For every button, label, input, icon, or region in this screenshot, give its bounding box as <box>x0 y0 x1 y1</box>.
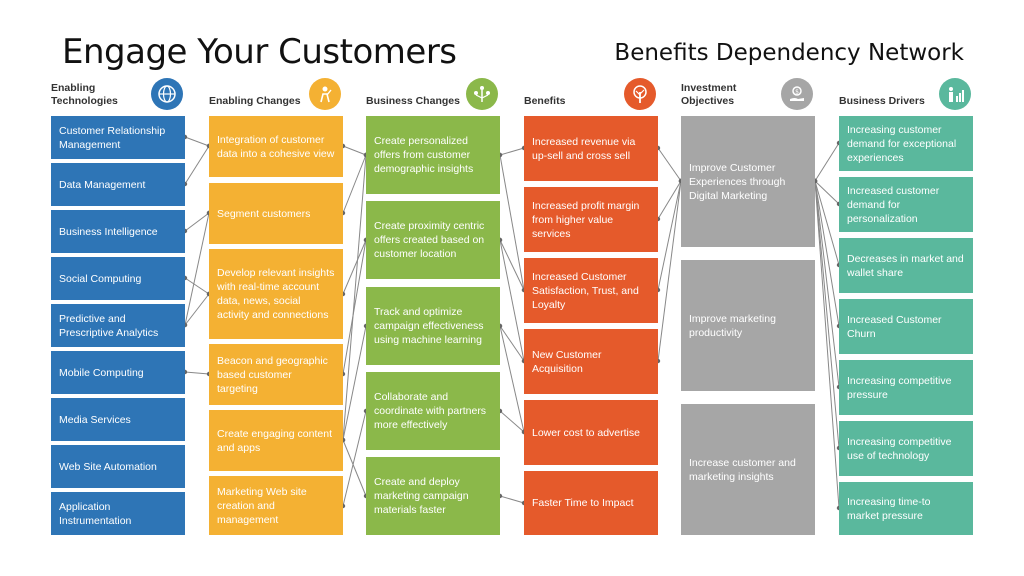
people-chart-icon <box>939 78 971 110</box>
box-business-driver: Increasing time-to market pressure <box>839 482 973 535</box>
network-tree-icon <box>466 78 498 110</box>
box-benefit: New Customer Acquisition <box>524 329 658 394</box>
connector-line <box>342 239 367 375</box>
connector-line <box>814 180 840 266</box>
box-enabling-change: Beacon and geographic based customer tar… <box>209 344 343 405</box>
page-subtitle: Benefits Dependency Network <box>614 40 964 66</box>
connector-line <box>499 239 525 362</box>
connector-line <box>814 180 840 327</box>
column-header: Investment Objectives $ <box>681 78 815 114</box>
column-heading: Enabling Changes <box>209 95 301 107</box>
column-header: Business Changes <box>366 78 500 114</box>
connector-line <box>342 325 367 441</box>
box-enabling-tech: Application Instrumentation <box>51 492 185 535</box>
svg-text:$: $ <box>795 89 799 96</box>
connector-line <box>814 142 840 182</box>
column-header: Business Drivers <box>839 78 973 114</box>
box-benefit: Increased revenue via up-sell and cross … <box>524 116 658 181</box>
connector-line <box>342 145 367 156</box>
column-heading: Benefits <box>524 95 566 107</box>
box-enabling-tech: Predictive and Prescriptive Analytics <box>51 304 185 347</box>
person-icon <box>309 78 341 110</box>
globe-icon <box>151 78 183 110</box>
connector-line <box>814 180 840 509</box>
box-business-driver: Increased Customer Churn <box>839 299 973 354</box>
column-heading: Investment Objectives <box>681 82 737 107</box>
column-heading: Enabling Technologies <box>51 82 118 107</box>
connector-line <box>814 180 840 449</box>
box-enabling-tech: Media Services <box>51 398 185 441</box>
connector-line <box>342 439 367 497</box>
box-business-driver: Increased customer demand for personaliz… <box>839 177 973 232</box>
connector-line <box>499 154 525 291</box>
box-enabling-change: Develop relevant insights with real-time… <box>209 249 343 339</box>
box-enabling-change: Integration of customer data into a cohe… <box>209 116 343 177</box>
connector-line <box>342 154 367 441</box>
box-business-change: Create personalized offers from customer… <box>366 116 500 194</box>
box-enabling-change: Create engaging content and apps <box>209 410 343 471</box>
connector-line <box>342 239 367 295</box>
connector-line <box>184 277 210 295</box>
column-heading: Business Changes <box>366 95 460 107</box>
connector-line <box>184 371 210 375</box>
connector-line <box>184 212 210 326</box>
box-business-driver: Increasing competitive pressure <box>839 360 973 415</box>
box-business-change: Collaborate and coordinate with partners… <box>366 372 500 450</box>
box-enabling-tech: Data Management <box>51 163 185 206</box>
money-hand-icon: $ <box>781 78 813 110</box>
box-business-change: Create proximity centric offers created … <box>366 201 500 279</box>
box-business-driver: Increasing competitive use of technology <box>839 421 973 476</box>
box-business-change: Track and optimize campaign effectivenes… <box>366 287 500 365</box>
column-heading: Business Drivers <box>839 95 925 107</box>
tree-icon <box>624 78 656 110</box>
connector-line <box>184 293 210 326</box>
connector-line <box>814 180 840 388</box>
box-benefit: Faster Time to Impact <box>524 471 658 535</box>
connector-line <box>499 410 525 433</box>
box-enabling-tech: Mobile Computing <box>51 351 185 394</box>
connector-line <box>657 180 682 362</box>
box-enabling-tech: Social Computing <box>51 257 185 300</box>
column-header: Enabling Technologies <box>51 78 185 114</box>
box-business-driver: Increasing customer demand for exception… <box>839 116 973 171</box>
box-investment-objective: Improve Customer Experiences through Dig… <box>681 116 815 247</box>
box-enabling-tech: Business Intelligence <box>51 210 185 253</box>
box-enabling-change: Marketing Web site creation and manageme… <box>209 476 343 535</box>
connector-line <box>499 495 525 504</box>
connector-line <box>657 180 682 291</box>
connector-line <box>499 325 525 362</box>
column-header: Enabling Changes <box>209 78 343 114</box>
box-investment-objective: Improve marketing productivity <box>681 260 815 391</box>
connector-line <box>184 136 210 147</box>
connector-line <box>657 147 682 182</box>
connector-line <box>184 212 210 232</box>
connector-line <box>499 147 525 156</box>
connector-line <box>499 239 525 291</box>
box-benefit: Lower cost to advertise <box>524 400 658 465</box>
box-benefit: Increased profit margin from higher valu… <box>524 187 658 252</box>
connector-line <box>184 145 210 185</box>
box-business-driver: Decreases in market and wallet share <box>839 238 973 293</box>
connector-line <box>657 180 682 220</box>
box-business-change: Create and deploy marketing campaign mat… <box>366 457 500 535</box>
box-enabling-tech: Web Site Automation <box>51 445 185 488</box>
box-enabling-tech: Customer Relationship Management <box>51 116 185 159</box>
connector-line <box>342 410 367 507</box>
box-enabling-change: Segment customers <box>209 183 343 244</box>
box-benefit: Increased Customer Satisfaction, Trust, … <box>524 258 658 323</box>
box-investment-objective: Increase customer and marketing insights <box>681 404 815 535</box>
connector-line <box>814 180 840 205</box>
connector-line <box>499 325 525 433</box>
connector-line <box>342 154 367 214</box>
column-header: Benefits <box>524 78 658 114</box>
page-title: Engage Your Customers <box>62 32 457 72</box>
